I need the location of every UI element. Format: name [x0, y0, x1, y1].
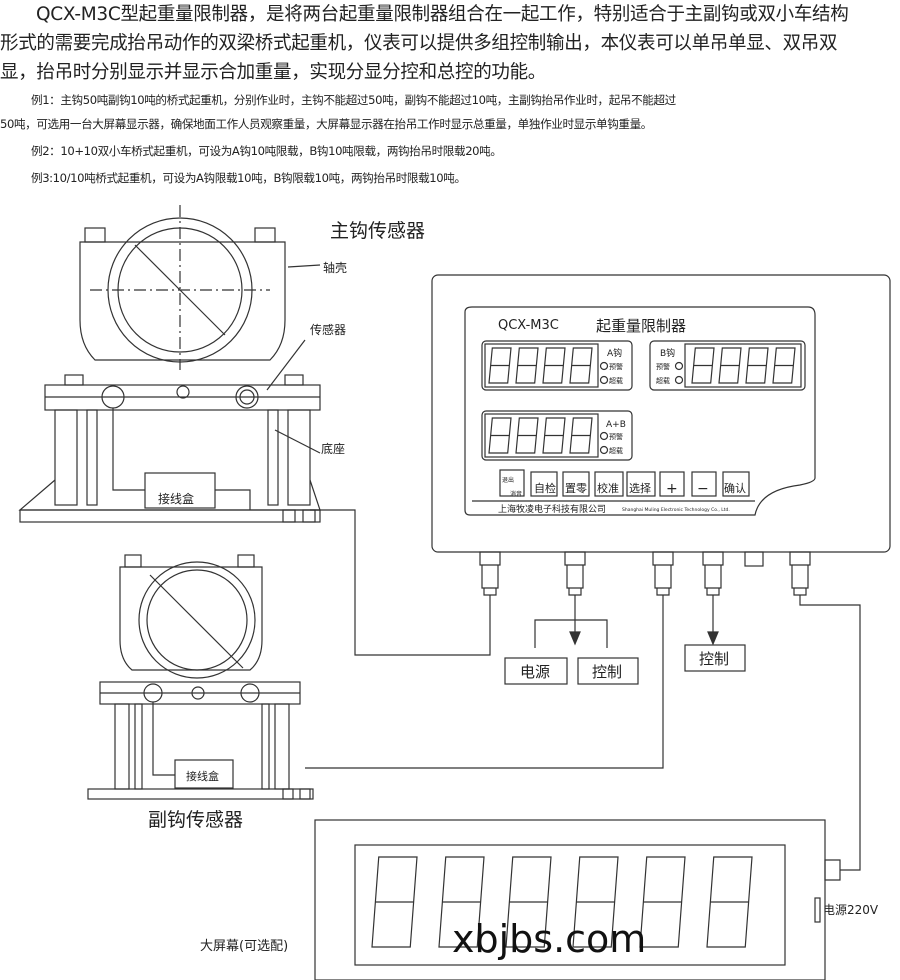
sum-warn: 预警 — [609, 432, 623, 441]
wire-main-sensor — [310, 509, 491, 656]
power-220v-label: 电源220V — [823, 903, 879, 917]
small-connector — [744, 551, 764, 567]
company-en: Shanghai Muling Electronic Technology Co… — [622, 507, 730, 513]
btn-exit-label: 退出 — [502, 476, 514, 484]
sum-overload: 超载 — [609, 446, 623, 455]
watermark: xbjbs.com — [452, 917, 646, 961]
intro-line-3: 显，抬吊时分别显示并显示合加重量，实现分显分控和总控的功能。 — [0, 62, 547, 83]
btn-calibrate[interactable]: 校准 — [597, 481, 619, 495]
company-cn: 上海牧凌电子科技有限公司 — [498, 503, 606, 515]
btn-selfcheck[interactable]: 自检 — [534, 481, 556, 495]
seven-segment-digit — [488, 417, 512, 454]
aux-sensor-title: 副钩传感器 — [148, 809, 243, 831]
hook-b-label: B钩 — [660, 347, 675, 359]
seven-segment-digit — [718, 347, 742, 384]
example-1-line-2: 50吨，可选用一台大屏幕显示器，确保地面工作人员观察重量，大屏幕显示器在抬吊工作… — [0, 117, 653, 131]
keypad-button[interactable] — [530, 471, 558, 497]
label-sensor: 传感器 — [310, 322, 346, 337]
cable-gland — [564, 551, 586, 596]
hook-a-label: A钩 — [607, 347, 622, 359]
wire-aux-sensor — [305, 595, 664, 769]
seven-segment-digit — [691, 347, 715, 384]
sum-label: A+B — [606, 420, 626, 430]
seven-segment-digit — [639, 856, 686, 948]
seven-segment-digit — [542, 347, 566, 384]
keypad-button[interactable] — [594, 471, 624, 497]
controller-name: 起重量限制器 — [596, 317, 686, 335]
example-2: 例2：10+10双小车桥式起重机，可设为A钩10吨限载，B钩10吨限载，两钩抬吊… — [31, 144, 502, 158]
seven-segment-digit — [572, 856, 619, 948]
output-control-2: 控制 — [699, 650, 729, 668]
hook-b-overload: 超载 — [656, 376, 670, 385]
btn-plus[interactable]: + — [666, 481, 678, 497]
keypad-button[interactable] — [691, 471, 717, 497]
btn-zero[interactable]: 置零 — [565, 482, 587, 495]
label-housing: 轴壳 — [323, 260, 347, 275]
seven-segment-digit — [488, 347, 512, 384]
label-base: 底座 — [321, 441, 345, 456]
btn-select[interactable]: 选择 — [629, 481, 651, 495]
hook-a-warn: 预警 — [609, 362, 623, 371]
seven-segment-digit — [542, 417, 566, 454]
cable-gland — [652, 551, 674, 596]
main-sensor-title: 主钩传感器 — [330, 220, 425, 242]
output-power: 电源 — [520, 663, 550, 681]
junction-box-label: 接线盒 — [158, 491, 194, 506]
example-1-line-1: 例1：主钩50吨副钩10吨的桥式起重机，分别作业时，主钩不能超过50吨，副钩不能… — [31, 93, 676, 107]
intro-paragraph: QCX-M3C型起重量限制器，是将两台起重量限制器组合在一起工作，特别适合于主副… — [0, 0, 900, 87]
output-power-box — [504, 657, 568, 685]
controller-model: QCX-M3C — [498, 318, 559, 333]
keypad-button[interactable] — [659, 471, 685, 497]
intro-line-2: 形式的需要完成抬吊动作的双梁桥式起重机，仪表可以提供多组控制输出，本仪表可以单吊… — [0, 33, 838, 54]
intro-line-1: QCX-M3C型起重量限制器，是将两台起重量限制器组合在一起工作，特别适合于主副… — [36, 4, 849, 25]
keypad-button[interactable] — [626, 471, 656, 497]
wire-outputs — [534, 595, 714, 648]
seven-segment-digit — [438, 856, 485, 948]
cable-gland — [789, 551, 811, 596]
big-screen — [314, 819, 841, 980]
example-3: 例3:10/10吨桥式起重机，可设为A钩限载10吨，B钩限载10吨，两钩抬吊时限… — [31, 171, 466, 185]
hook-b-warn: 预警 — [656, 362, 670, 371]
wire-power-220 — [799, 595, 861, 871]
cable-gland — [479, 551, 501, 596]
keypad-button[interactable] — [499, 469, 525, 497]
seven-segment-digit — [569, 417, 593, 454]
main-hook-sensor — [18, 205, 321, 523]
btn-confirm[interactable]: 确认 — [724, 482, 746, 495]
seven-segment-digit — [745, 347, 769, 384]
output-control-box-2 — [684, 644, 746, 672]
btn-mute-label: 消音 — [510, 490, 522, 498]
btn-minus[interactable]: − — [697, 481, 709, 497]
seven-segment-digit — [569, 347, 593, 384]
hook-a-overload: 超载 — [609, 376, 623, 385]
seven-segment-digit — [515, 347, 539, 384]
cable-gland — [702, 551, 724, 596]
seven-segment-digit — [515, 417, 539, 454]
keypad-button[interactable] — [722, 471, 750, 497]
junction-box-label-2: 接线盒 — [186, 769, 219, 783]
aux-hook-sensor — [87, 554, 314, 800]
seven-segment-digit — [505, 856, 552, 948]
seven-segment-digit — [772, 347, 796, 384]
seven-segment-digit — [706, 856, 753, 948]
output-control-box — [577, 657, 639, 685]
output-control: 控制 — [592, 663, 622, 681]
keypad-button[interactable] — [562, 471, 590, 497]
controller-unit — [431, 274, 891, 596]
seven-segment-digit — [371, 856, 418, 948]
big-screen-label: 大屏幕(可选配) — [200, 939, 288, 954]
